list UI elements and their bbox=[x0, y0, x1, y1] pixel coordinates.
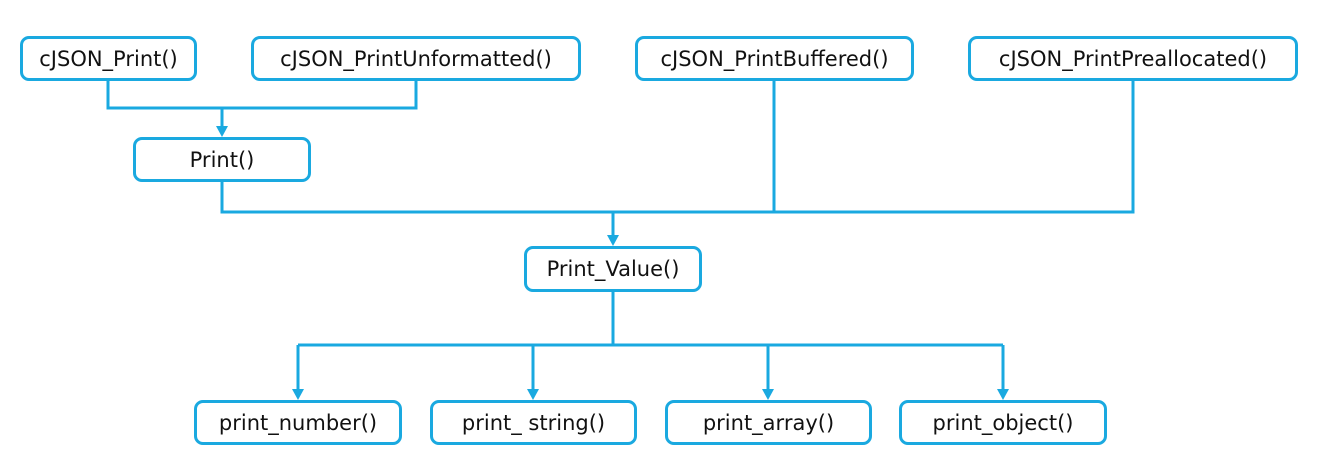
arrowhead-into-print-object bbox=[997, 389, 1009, 400]
arrowhead-into-print-string bbox=[527, 389, 539, 400]
node-print-object: print_object() bbox=[899, 400, 1107, 445]
arrowhead-into-print-array bbox=[762, 389, 774, 400]
edge-cjson-print-unformatted-to-print bbox=[220, 80, 418, 128]
edge-cjson-print-buffered-to-print-value bbox=[613, 80, 776, 214]
arrowhead-into-print-number bbox=[292, 389, 304, 400]
node-print-string: print_ string() bbox=[430, 400, 637, 445]
node-cjson-print-buffered: cJSON_PrintBuffered() bbox=[635, 36, 914, 81]
node-cjson-print-preallocated: cJSON_PrintPreallocated() bbox=[968, 36, 1298, 81]
node-print-value: Print_Value() bbox=[524, 246, 702, 292]
node-print-number: print_number() bbox=[194, 400, 402, 445]
node-print: Print() bbox=[133, 137, 311, 182]
node-cjson-print: cJSON_Print() bbox=[20, 36, 197, 81]
edge-cjson-print-preallocated-to-print-value bbox=[611, 80, 1135, 237]
arrowhead-into-print bbox=[216, 126, 228, 137]
edge-cjson-print-to-print bbox=[106, 80, 222, 110]
node-print-array: print_array() bbox=[665, 400, 872, 445]
node-cjson-print-unformatted: cJSON_PrintUnformatted() bbox=[251, 36, 581, 81]
arrowhead-into-print-value bbox=[607, 235, 619, 246]
edge-print-to-print-value bbox=[220, 181, 613, 214]
